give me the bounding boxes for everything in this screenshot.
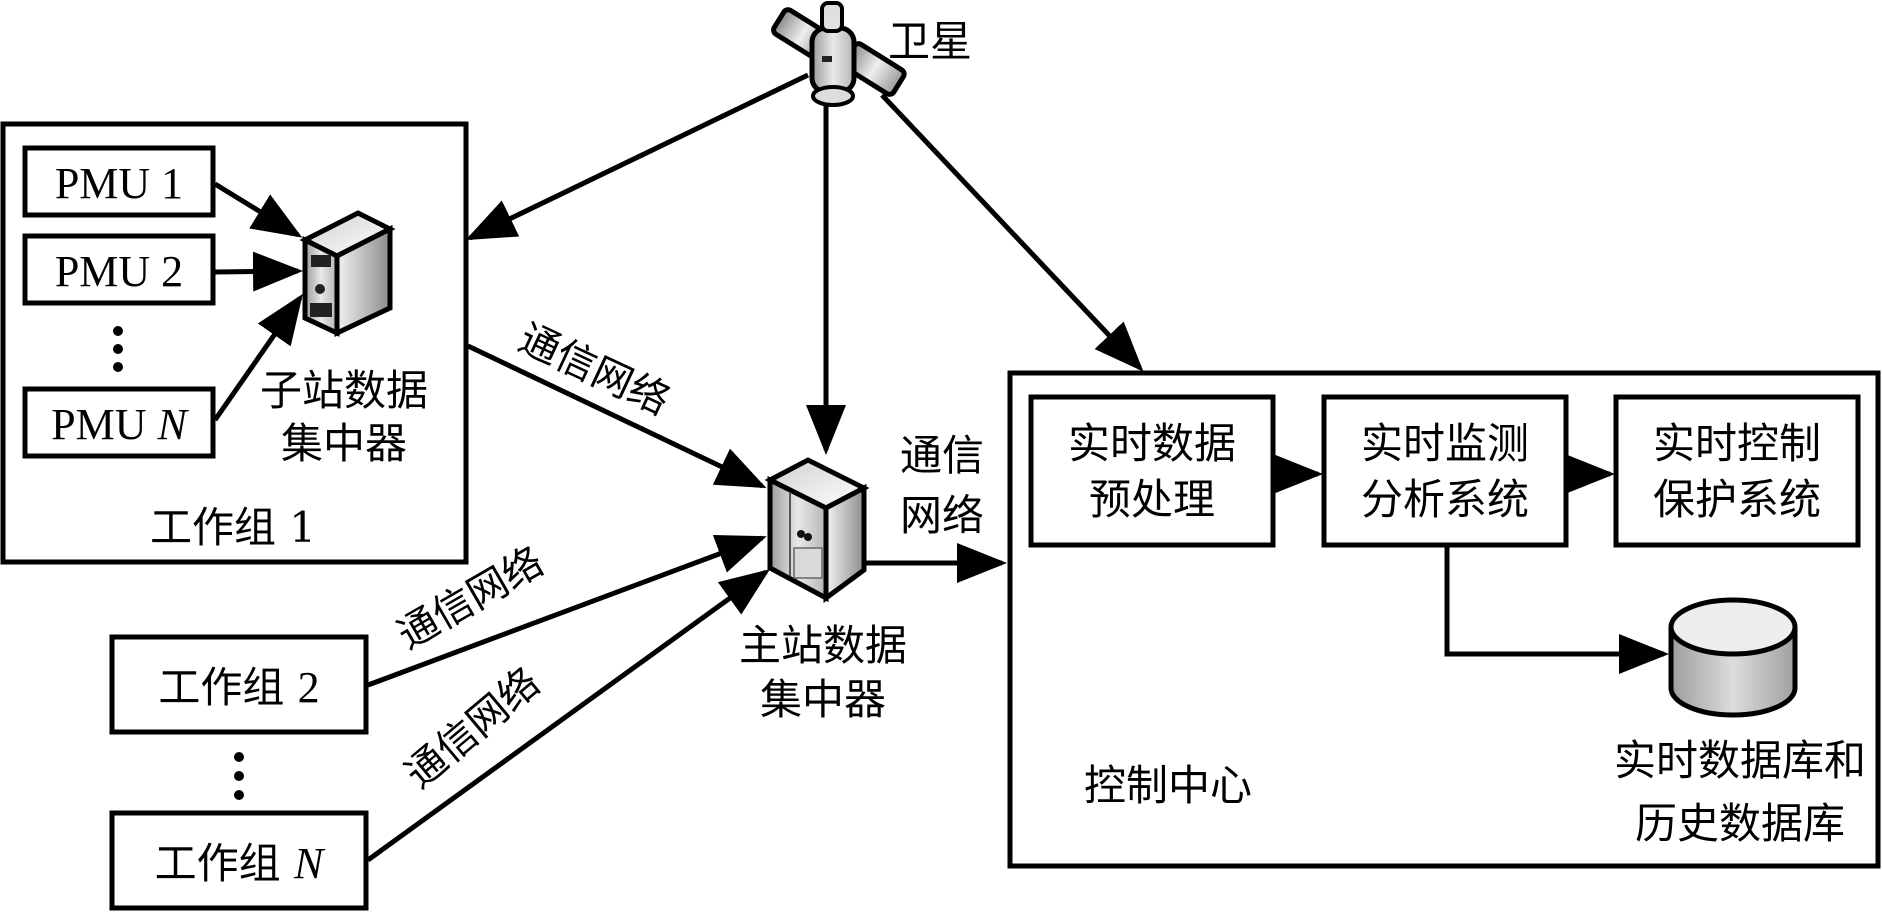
pmun-arrow [212, 293, 303, 422]
substation-concentrator-label-line1: 子站数据 [260, 366, 428, 415]
workgroupn-label: 工作组 N [155, 839, 326, 888]
workgroup1-label: 工作组 1 [150, 503, 316, 552]
workgroup2-to-main-arrow [367, 534, 767, 688]
workgroupn-to-main-arrow [366, 569, 771, 863]
database-icon [1668, 597, 1798, 718]
workgroup1-to-main-arrow [466, 343, 767, 489]
workgroup-ellipsis-dots [234, 752, 244, 800]
satellite-to-workgroup1-arrow [465, 72, 810, 241]
module-preprocessing-box [1028, 394, 1276, 548]
pmu2-arrow [214, 251, 303, 292]
module-control-protection-line1: 实时控制 [1653, 419, 1821, 468]
workgroup1-frame [0, 121, 469, 565]
module-monitoring-line1: 实时监测 [1361, 419, 1529, 468]
satellite-label: 卫星 [888, 17, 972, 66]
pmu-ellipsis-dots [113, 326, 123, 372]
workgroup2-label: 工作组 2 [158, 663, 319, 712]
monitoring-to-database-arrow [1444, 546, 1669, 674]
module-control-protection-line2: 保护系统 [1653, 475, 1821, 524]
pmu1-box [22, 145, 216, 218]
network-label-wg2: 通信网络 [390, 539, 552, 659]
workgroupn-box [109, 810, 369, 911]
pmun-box [22, 386, 216, 459]
network-label-main-line1: 通信 [900, 431, 984, 480]
network-label-main-line2: 网络 [900, 491, 984, 540]
pmu2-box [22, 233, 216, 306]
pmun-label: PMU N [51, 400, 189, 449]
control-center-label: 控制中心 [1084, 761, 1252, 810]
network-label-wgn: 通信网络 [397, 660, 549, 798]
module-monitoring-line2: 分析系统 [1361, 475, 1529, 524]
control-center-frame [1007, 370, 1881, 869]
module-preprocessing-line1: 实时数据 [1068, 419, 1236, 468]
main-concentrator-server-icon [764, 457, 870, 603]
workgroup2-box [109, 634, 369, 735]
substation-server-icon [299, 210, 396, 337]
database-label-line2: 历史数据库 [1635, 799, 1845, 848]
satellite-icon [771, 1, 907, 107]
main-concentrator-label-line1: 主站数据 [739, 621, 907, 670]
pmu2-label: PMU 2 [55, 247, 183, 296]
pmu1-label: PMU 1 [55, 159, 183, 208]
module-monitoring-box [1321, 394, 1569, 548]
main-concentrator-label-line2: 集中器 [760, 675, 886, 724]
satellite-to-control-center-arrow [880, 93, 1144, 372]
pmu1-arrow [213, 181, 303, 238]
substation-concentrator-label-line2: 集中器 [281, 419, 407, 468]
module-preprocessing-line2: 预处理 [1089, 475, 1215, 524]
module-control-protection-box [1613, 394, 1861, 548]
database-label-line1: 实时数据库和 [1614, 736, 1866, 785]
